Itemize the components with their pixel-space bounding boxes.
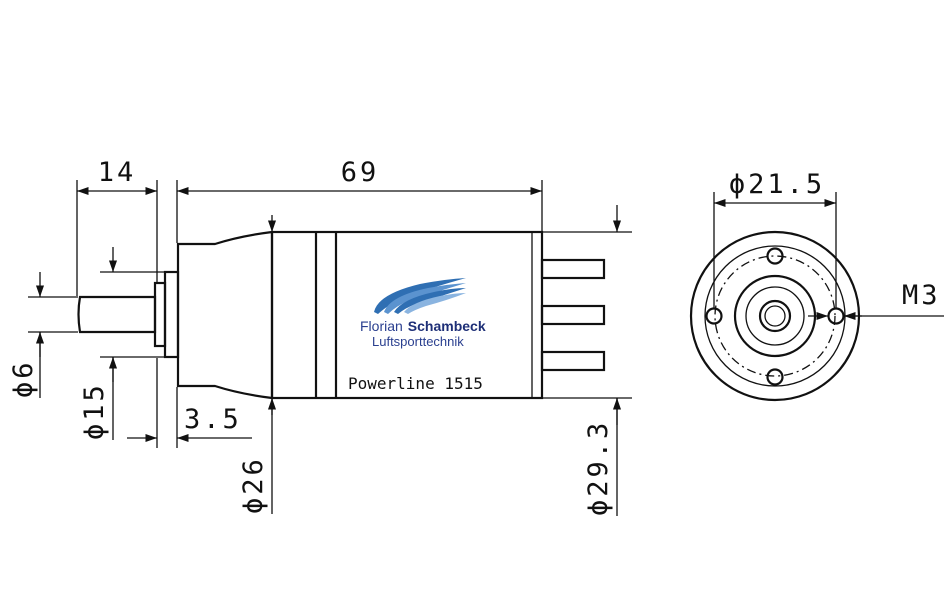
model-label: Powerline 1515	[348, 374, 483, 393]
mounting-hole	[766, 247, 784, 265]
dim-shaft-diameter: ϕ6	[8, 359, 39, 398]
outer-housing	[689, 230, 861, 402]
dim-front-diameter: ϕ26	[238, 456, 269, 514]
flange	[163, 270, 180, 359]
dim-body-length: 69	[341, 157, 380, 188]
dim-flange-thickness: 3.5	[184, 404, 242, 435]
shaft	[77, 295, 157, 334]
dim-bolt-circle: ϕ21.5	[729, 169, 825, 200]
mounting-hole	[827, 307, 845, 325]
terminal	[540, 304, 606, 326]
brand-last: Schambeck	[408, 318, 486, 334]
mounting-hole	[766, 368, 784, 386]
dim-shaft-length: 14	[98, 157, 137, 188]
dim-thread: M3	[902, 280, 941, 311]
mounting-hole	[705, 307, 723, 325]
terminal	[540, 258, 606, 280]
brand-sub: Luftsporttechnik	[372, 334, 464, 349]
collar	[153, 281, 167, 348]
side-view: Florian Schambeck Luftsporttechnik Powerl…	[8, 157, 632, 516]
dim-collar-diameter: ϕ15	[79, 382, 110, 440]
front-housing	[176, 230, 274, 400]
brand-first: Florian	[360, 318, 403, 334]
brand-logo: Florian Schambeck Luftsporttechnik	[360, 278, 486, 349]
dim-body-diameter: ϕ29.3	[583, 420, 614, 516]
terminal	[540, 350, 606, 372]
front-view: ϕ21.5 M3	[689, 169, 944, 402]
